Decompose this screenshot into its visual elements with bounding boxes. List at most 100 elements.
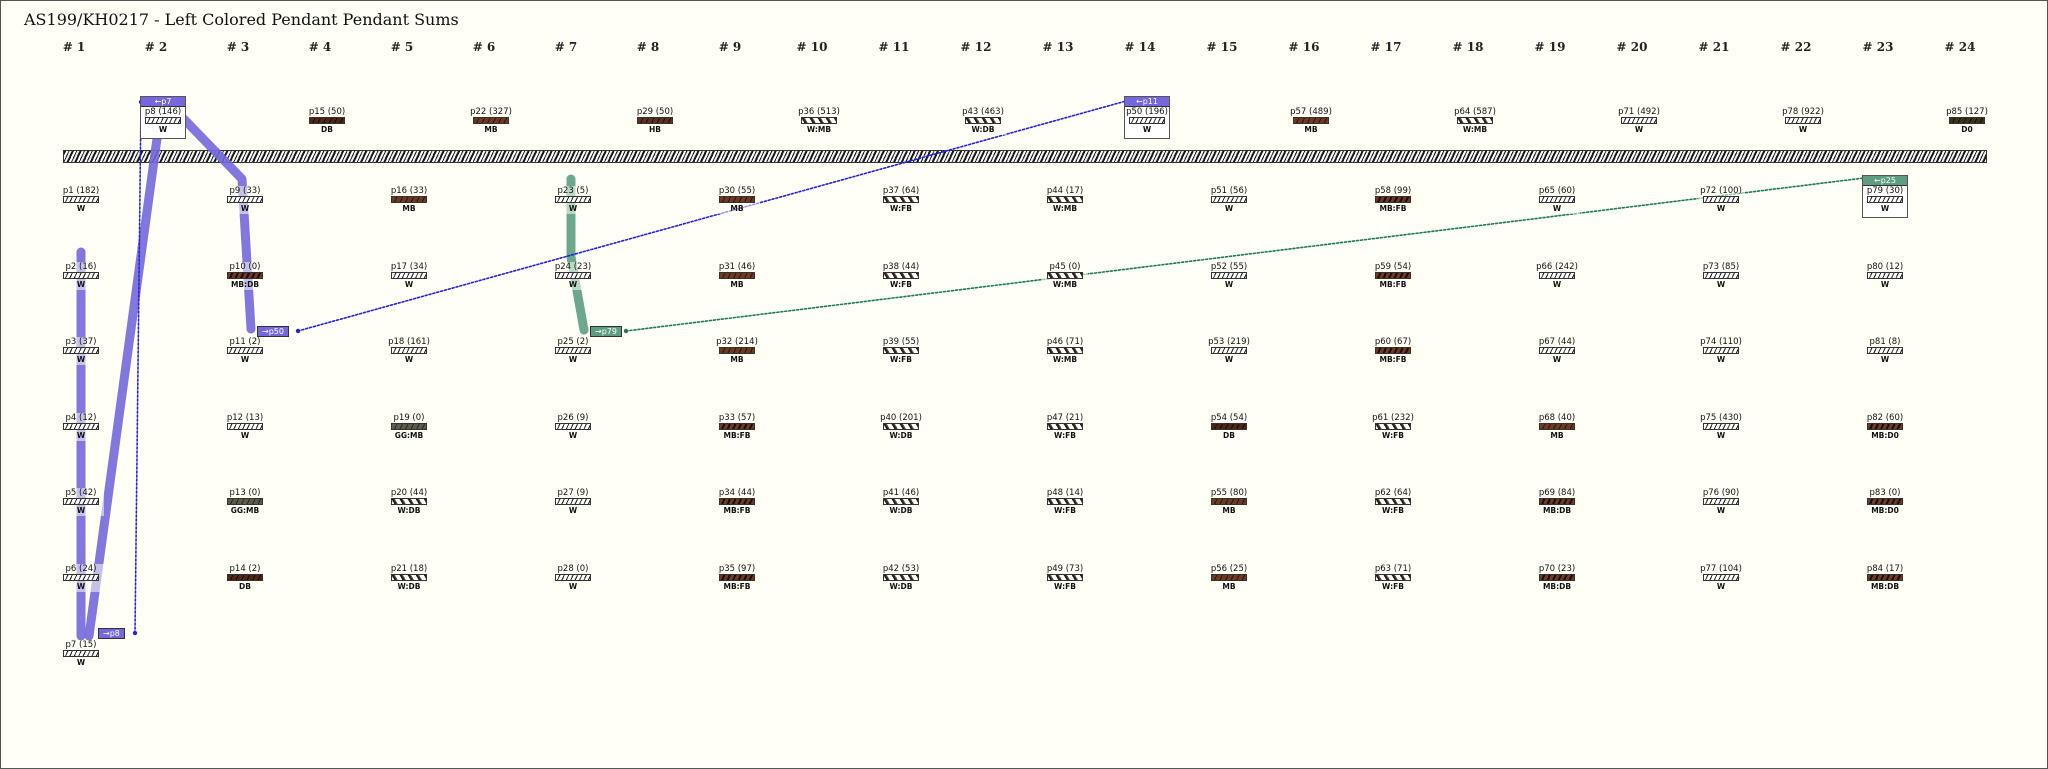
pendant-p21[interactable]: p21 (18)W:DB (386, 564, 432, 592)
pendant-color-bar (391, 347, 427, 355)
pendant-p46[interactable]: p46 (71)W:MB (1042, 337, 1088, 366)
pendant-p69[interactable]: p69 (84)MB:DB (1534, 488, 1580, 517)
pendant-p39[interactable]: p39 (55)W:FB (878, 337, 924, 366)
pendant-p31[interactable]: p31 (46)MB (714, 261, 760, 290)
pendant-p23[interactable]: p23 (5)W (550, 186, 596, 214)
pendant-p41[interactable]: p41 (46)W:DB (878, 488, 924, 517)
pendant-p42[interactable]: p42 (53)W:DB (878, 564, 924, 592)
pendant-p1[interactable]: p1 (182)W (58, 186, 104, 214)
pendant-p71[interactable]: p71 (492)W (1616, 107, 1662, 135)
pendant-color-bar (1703, 271, 1739, 279)
pendant-p5[interactable]: p5 (42)W (58, 488, 104, 517)
pendant-p28[interactable]: p28 (0)W (550, 564, 596, 592)
pendant-p59[interactable]: p59 (54)MB:FB (1370, 261, 1416, 290)
pendant-p51[interactable]: p51 (56)W (1206, 186, 1252, 214)
pendant-p72[interactable]: p72 (100)W (1698, 186, 1744, 214)
pendant-p22[interactable]: p22 (327)MB (468, 107, 514, 135)
pendant-p61[interactable]: p61 (232)W:FB (1370, 412, 1416, 441)
pendant-color-bar (801, 117, 837, 124)
pendant-p44[interactable]: p44 (17)W:MB (1042, 186, 1088, 214)
pendant-p38[interactable]: p38 (44)W:FB (878, 261, 924, 290)
pendant-p37[interactable]: p37 (64)W:FB (878, 186, 924, 214)
pendant-p30[interactable]: p30 (55)MB (714, 186, 760, 214)
pendant-p74[interactable]: p74 (110)W (1698, 337, 1744, 366)
pendant-p78[interactable]: p78 (922)W (1780, 107, 1826, 135)
pendant-color-code: W (240, 355, 250, 365)
pendant-p10[interactable]: p10 (0)MB:DB (222, 261, 268, 290)
pendant-p60[interactable]: p60 (67)MB:FB (1370, 337, 1416, 366)
pendant-p49[interactable]: p49 (73)W:FB (1042, 564, 1088, 592)
pendant-p36[interactable]: p36 (513)W:MB (796, 107, 842, 135)
pendant-color-bar (1129, 117, 1165, 124)
pendant-p13[interactable]: p13 (0)GG:MB (222, 488, 268, 517)
pendant-p45[interactable]: p45 (0)W:MB (1042, 261, 1088, 290)
pendant-p73[interactable]: p73 (85)W (1698, 261, 1744, 290)
pendant-p20[interactable]: p20 (44)W:DB (386, 488, 432, 517)
pendant-p35[interactable]: p35 (97)MB:FB (714, 564, 760, 592)
pendant-p54[interactable]: p54 (54)DB (1206, 412, 1252, 441)
pendant-label: p12 (13) (226, 412, 264, 423)
pendant-p52[interactable]: p52 (55)W (1206, 261, 1252, 290)
pendant-p14[interactable]: p14 (2)DB (222, 564, 268, 592)
pendant-label: p42 (53) (882, 564, 920, 574)
pendant-p81[interactable]: p81 (8)W (1862, 337, 1908, 366)
pendant-label: p53 (219) (1208, 337, 1250, 348)
pendant-color-code: MB:FB (723, 430, 751, 440)
pendant-label: p78 (922) (1782, 107, 1824, 117)
pendant-label: p30 (55) (718, 186, 756, 196)
pendant-p53[interactable]: p53 (219)W (1206, 337, 1252, 366)
pendant-p66[interactable]: p66 (242)W (1534, 261, 1580, 290)
pendant-p32[interactable]: p32 (214)MB (714, 337, 760, 366)
pendant-p9[interactable]: p9 (33)W (222, 186, 268, 214)
pendant-p76[interactable]: p76 (90)W (1698, 488, 1744, 517)
pendant-p3[interactable]: p3 (37)W (58, 337, 104, 366)
pendant-p62[interactable]: p62 (64)W:FB (1370, 488, 1416, 517)
pendant-p4[interactable]: p4 (12)W (58, 412, 104, 441)
pendant-p57[interactable]: p57 (489)MB (1288, 107, 1334, 135)
pendant-p82[interactable]: p82 (60)MB:D0 (1862, 412, 1908, 441)
pendant-p58[interactable]: p58 (99)MB:FB (1370, 186, 1416, 214)
pendant-p84[interactable]: p84 (17)MB:DB (1862, 564, 1908, 592)
pendant-p68[interactable]: p68 (40)MB (1534, 412, 1580, 441)
link-target-tag[interactable]: →p79 (590, 326, 622, 337)
pendant-p27[interactable]: p27 (9)W (550, 488, 596, 517)
pendant-p48[interactable]: p48 (14)W:FB (1042, 488, 1088, 517)
pendant-p7[interactable]: p7 (15)W (58, 639, 104, 668)
pendant-p33[interactable]: p33 (57)MB:FB (714, 412, 760, 441)
link-target-tag[interactable]: →p8 (98, 628, 125, 639)
pendant-p63[interactable]: p63 (71)W:FB (1370, 564, 1416, 592)
pendant-color-code: MB:DB (1870, 582, 1900, 591)
pendant-p55[interactable]: p55 (80)MB (1206, 488, 1252, 517)
pendant-p56[interactable]: p56 (25)MB (1206, 564, 1252, 592)
pendant-p12[interactable]: p12 (13)W (222, 412, 268, 441)
pendant-p29[interactable]: p29 (50)HB (632, 107, 678, 135)
pendant-p65[interactable]: p65 (60)W (1534, 186, 1580, 214)
pendant-p83[interactable]: p83 (0)MB:D0 (1862, 488, 1908, 517)
pendant-p15[interactable]: p15 (50)DB (304, 107, 350, 135)
pendant-p11[interactable]: p11 (2)W (222, 337, 268, 366)
pendant-p34[interactable]: p34 (44)MB:FB (714, 488, 760, 517)
link-target-tag[interactable]: →p50 (257, 326, 289, 337)
pendant-p64[interactable]: p64 (587)W:MB (1452, 107, 1498, 135)
pendant-p75[interactable]: p75 (430)W (1698, 412, 1744, 441)
pendant-p80[interactable]: p80 (12)W (1862, 261, 1908, 290)
pendant-p2[interactable]: p2 (16)W (58, 261, 104, 290)
pendant-p26[interactable]: p26 (9)W (550, 412, 596, 441)
pendant-p25[interactable]: p25 (2)W (550, 337, 596, 366)
pendant-p19[interactable]: p19 (0)GG:MB (386, 412, 432, 441)
pendant-p16[interactable]: p16 (33)MB (386, 186, 432, 214)
pendant-p24[interactable]: p24 (23)W (550, 261, 596, 290)
pendant-p85[interactable]: p85 (127)D0 (1944, 107, 1990, 135)
pendant-p70[interactable]: p70 (23)MB:DB (1534, 564, 1580, 592)
pendant-p67[interactable]: p67 (44)W (1534, 337, 1580, 366)
pendant-p77[interactable]: p77 (104)W (1698, 564, 1744, 592)
pendant-p6[interactable]: p6 (24)W (58, 564, 104, 592)
pendant-p47[interactable]: p47 (21)W:FB (1042, 412, 1088, 441)
pendant-p17[interactable]: p17 (34)W (386, 261, 432, 290)
pendant-p40[interactable]: p40 (201)W:DB (878, 412, 924, 441)
pendant-p43[interactable]: p43 (463)W:DB (960, 107, 1006, 135)
pendant-p18[interactable]: p18 (161)W (386, 337, 432, 366)
